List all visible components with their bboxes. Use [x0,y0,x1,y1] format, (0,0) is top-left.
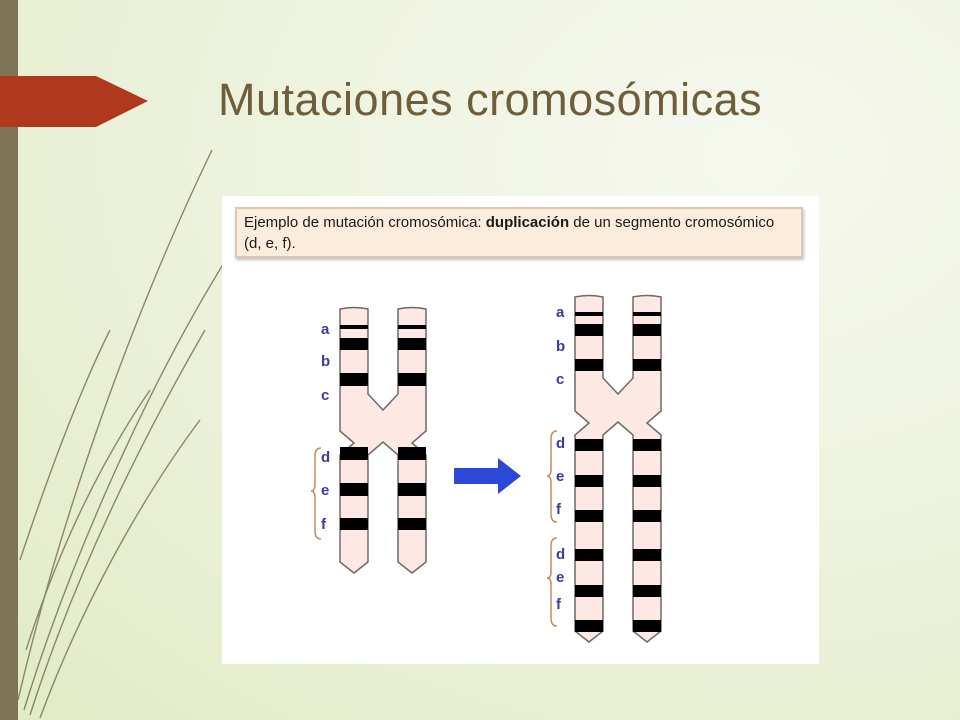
before-band-labels: a b c d e f [321,321,330,533]
chromosome-after-bands [575,312,661,632]
after-label-d2: d [556,546,565,563]
after-label-f2: f [556,596,562,613]
duplication-figure: Ejemplo de mutación cromosómica: duplica… [222,196,819,664]
caption-text-suffix: de un segmento cromosómico (d, e, f). [244,214,775,252]
before-label-d: d [321,449,330,466]
after-label-b: b [556,338,565,355]
chromosome-before: a b c d e f [310,306,427,574]
before-label-f: f [321,516,327,533]
left-accent-bar [0,0,18,720]
after-label-e2: e [556,569,564,586]
chromosome-diagram: a b c d e f [310,294,662,643]
after-label-d1: d [556,435,565,452]
before-label-e: e [321,482,329,499]
after-label-a: a [556,304,565,321]
after-band-labels: a b c d e f d e f [556,304,565,613]
transition-arrow [454,458,521,494]
after-label-e1: e [556,468,564,485]
caption-text-bold: duplicación [485,214,570,231]
after-bracket-upper [546,430,558,523]
after-label-c: c [556,371,564,388]
after-label-f1: f [556,501,562,518]
chromosome-before-bands [340,325,426,530]
slide-title: Mutaciones cromosómicas [218,74,763,125]
before-label-a: a [321,321,330,338]
chromosome-after: a b c d e f d e f [546,294,662,643]
caption-box: Ejemplo de mutación cromosómica: duplica… [235,207,803,258]
after-bracket-lower [546,537,558,627]
caption-text-prefix: Ejemplo de mutación cromosómica: [244,214,486,231]
before-label-b: b [321,353,330,370]
before-label-c: c [321,387,329,404]
before-bracket [310,447,322,540]
